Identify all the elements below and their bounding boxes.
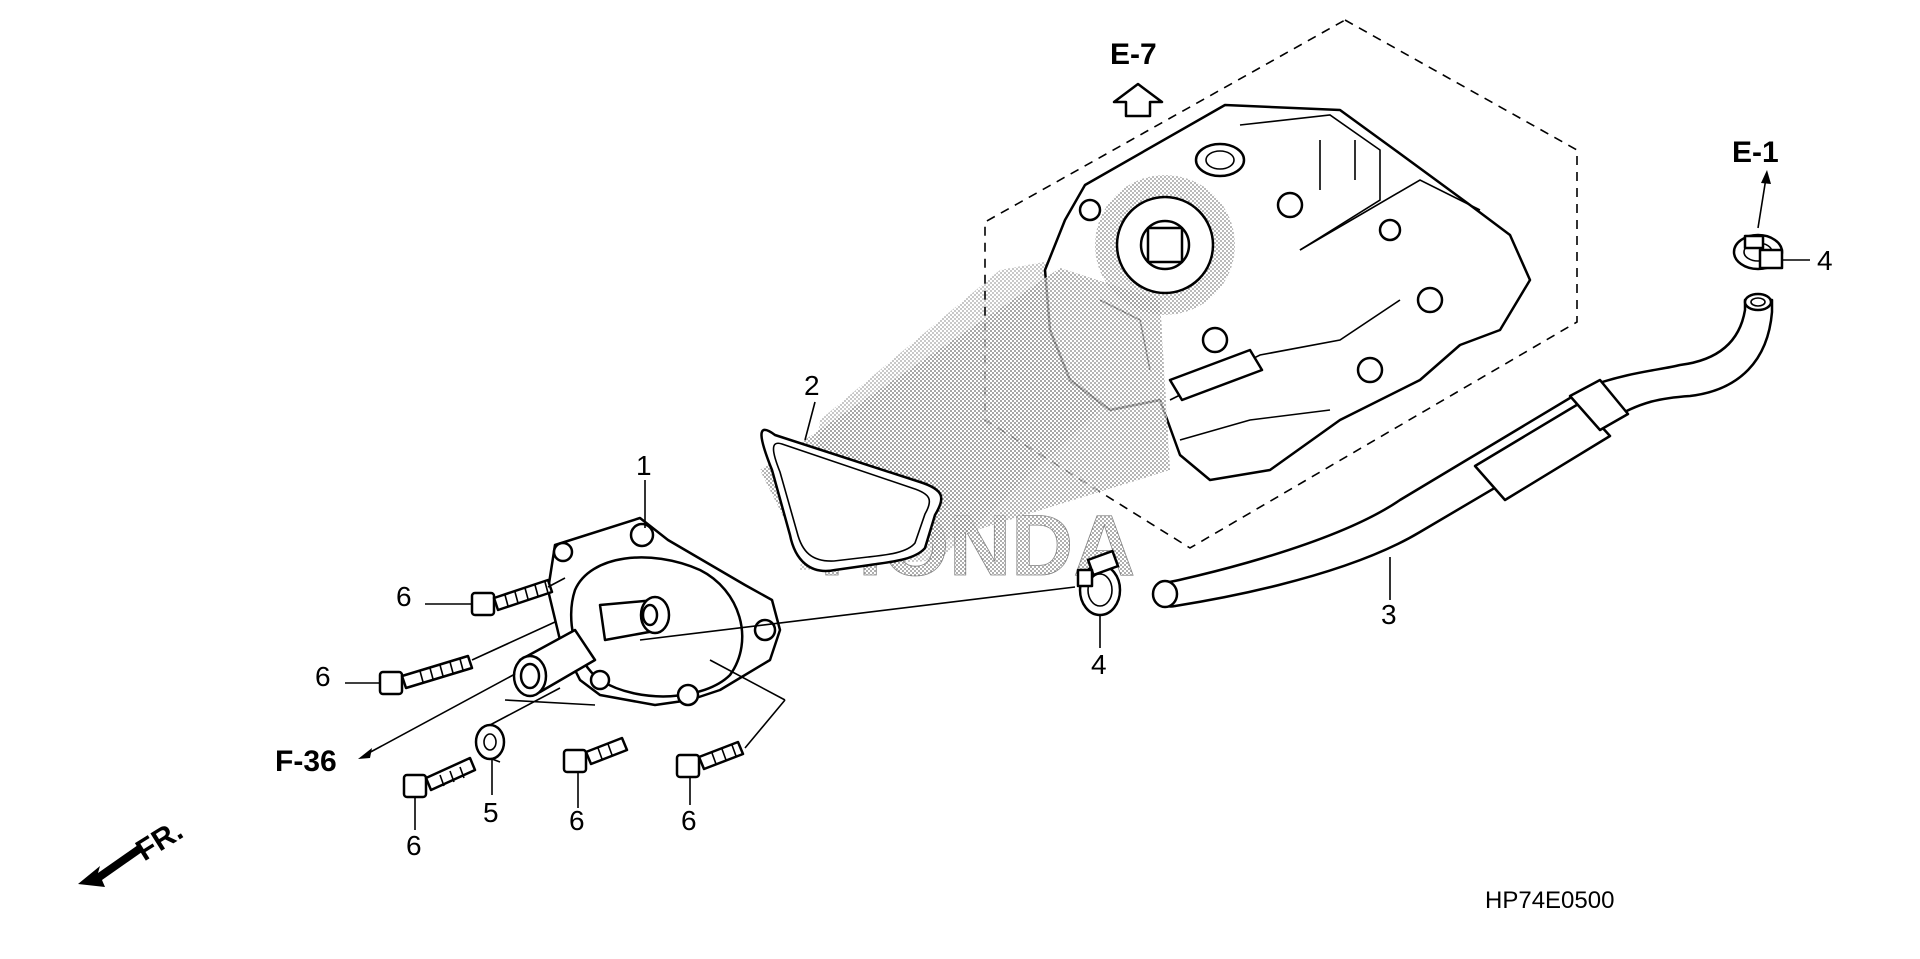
engine-crankcase bbox=[1043, 103, 1532, 482]
flange-bolt-5 bbox=[675, 740, 745, 779]
ref-front: FR. bbox=[130, 814, 188, 868]
hose-clamp-upper bbox=[1732, 233, 1784, 271]
callout-2: 2 bbox=[804, 370, 820, 401]
engine-dashed-outline bbox=[984, 19, 1578, 549]
water-hose bbox=[1151, 292, 1774, 609]
callout-6-e: 6 bbox=[681, 805, 697, 836]
callout-5: 5 bbox=[483, 797, 499, 828]
callout-3: 3 bbox=[1381, 599, 1397, 630]
flange-bolt-2 bbox=[378, 654, 474, 696]
drawing-code: HP74E0500 bbox=[1485, 887, 1614, 914]
callout-4-upper: 4 bbox=[1817, 245, 1833, 276]
sealing-washer bbox=[474, 723, 506, 761]
ref-f36: F-36 bbox=[275, 745, 337, 778]
callout-6-b: 6 bbox=[315, 661, 331, 692]
callout-6-c: 6 bbox=[406, 830, 422, 861]
gasket-o-ring bbox=[760, 428, 943, 573]
callout-6-a: 6 bbox=[396, 581, 412, 612]
flange-bolt-3 bbox=[402, 756, 477, 799]
hose-clamp-lower bbox=[1076, 549, 1122, 617]
up-arrow-icon bbox=[1112, 82, 1164, 118]
ref-e1: E-1 bbox=[1732, 136, 1779, 169]
callout-6-d: 6 bbox=[569, 805, 585, 836]
flange-bolt-1 bbox=[470, 578, 554, 617]
flange-bolt-4 bbox=[562, 736, 629, 774]
callout-4-lower: 4 bbox=[1091, 649, 1107, 680]
water-pump-cover bbox=[512, 516, 782, 707]
leader-lines bbox=[345, 170, 1810, 830]
front-arrow-icon bbox=[78, 845, 142, 887]
gasket-inner-line bbox=[772, 442, 931, 562]
callout-1: 1 bbox=[636, 450, 652, 481]
ref-e7: E-7 bbox=[1110, 38, 1157, 71]
